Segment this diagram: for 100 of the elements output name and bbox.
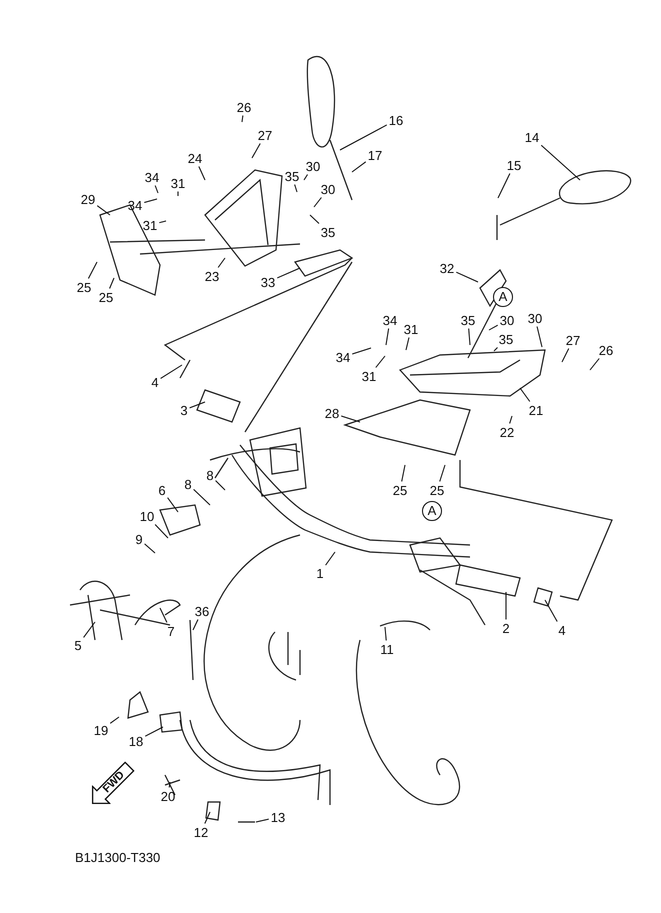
leader-line [352,161,366,172]
callout-number: 35 [460,312,476,328]
callout-number: 32 [438,260,456,276]
leader-line [96,205,110,216]
leader-line [144,543,156,554]
leader-line [252,143,261,158]
callout-number: 8 [205,468,215,482]
callout-number: 2 [501,620,511,636]
leader-line [562,348,570,362]
callout-number: 14 [524,130,540,144]
reference-circle: A [493,287,513,307]
callout-number: 18 [128,734,144,748]
callout-number: 30 [304,158,322,174]
callout-number: 15 [506,158,522,172]
callout-number: 25 [392,482,408,498]
leader-line [168,782,170,788]
callout-number: 25 [76,280,92,294]
callout-number: 1 [315,566,325,580]
leader-line [590,358,600,370]
callout-number: 31 [142,218,158,232]
callout-number: 34 [126,198,144,212]
callout-number: 12 [192,824,210,840]
callout-number: 27 [564,332,582,348]
leader-line [494,347,498,352]
leader-line [304,174,308,180]
callout-number: 6 [157,482,167,498]
callout-number: 5 [73,638,83,652]
callout-number: 33 [260,274,276,290]
leader-line [294,184,298,192]
leader-line [314,197,322,208]
leader-line [439,464,446,482]
callout-number: 24 [186,150,204,166]
leader-line [456,272,478,282]
callout-number: 28 [324,406,340,420]
leader-line [154,524,168,538]
callout-number: 4 [150,374,160,390]
callout-number: 25 [98,290,114,304]
leader-line [198,166,206,180]
callout-number: 30 [498,312,516,328]
leader-line [256,818,270,822]
leader-line [384,626,387,641]
callout-number: 29 [80,192,96,206]
callout-number: 30 [526,310,544,326]
callout-number: 7 [166,624,176,638]
leader-line [520,388,530,402]
leader-line [110,716,120,724]
leader-line [498,173,510,198]
leader-line [167,497,178,512]
leader-line [386,328,390,346]
callout-number: 17 [366,148,384,162]
callout-number: 26 [598,342,614,358]
callout-number: 36 [194,604,210,618]
leader-line [242,115,244,122]
callout-number: 20 [160,788,176,804]
leader-line [276,268,300,278]
callout-number: 19 [92,722,110,738]
callout-number: 13 [270,810,286,824]
callout-number: 31 [360,368,378,384]
callout-number: 9 [134,532,144,546]
callout-number: 31 [402,322,420,336]
callout-number: 8 [183,476,193,492]
leader-line [352,348,372,355]
leader-line [109,278,114,289]
callout-number: 11 [379,642,395,656]
leader-line [406,337,410,350]
leader-line [401,464,406,482]
leader-line [144,198,158,203]
leader-line [160,608,168,623]
part-code: B1J1300-T330 [75,850,160,865]
callout-number: 10 [138,508,156,524]
leader-line [144,726,164,737]
leader-line [468,328,470,346]
leader-line [189,402,206,408]
leader-line [83,622,96,638]
leader-line [536,326,542,348]
callout-number: 31 [170,176,186,190]
leader-line [160,364,182,379]
callout-number: 30 [320,182,336,196]
leader-line [340,415,360,422]
leader-line [204,812,210,824]
callout-number: 23 [204,268,220,284]
leader-line [375,356,386,368]
callout-number: 16 [388,112,404,128]
leader-line [544,600,558,622]
callout-number: 3 [179,402,189,418]
leader-line [193,488,210,506]
leader-line [192,619,198,630]
callout-number: 25 [428,482,446,498]
reference-circle: A [422,501,442,521]
leader-line [325,552,336,566]
leader-line [540,144,580,180]
leader-line [509,416,512,424]
leader-line [488,324,498,330]
callout-number: 35 [320,224,336,240]
callout-number: 34 [334,350,352,364]
callout-number: 34 [144,170,160,184]
callout-number: 4 [557,622,567,638]
leader-line [340,124,388,150]
leader-line [88,262,98,279]
callout-number: 35 [284,168,300,184]
